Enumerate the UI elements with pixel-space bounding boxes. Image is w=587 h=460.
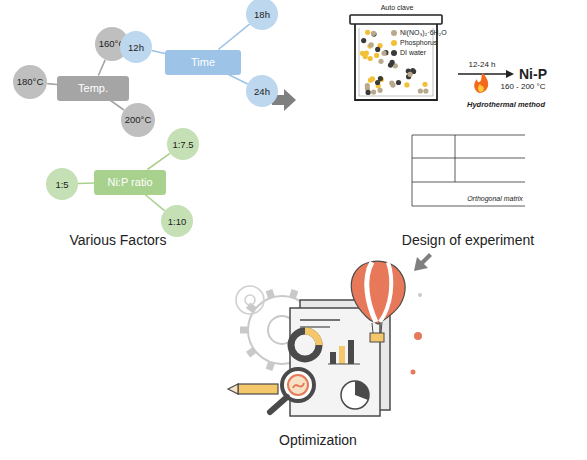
reaction-arrow [458, 73, 506, 74]
section-title: Various Factors [70, 232, 167, 248]
section-title: Optimization [279, 432, 357, 448]
factor-box: Time [165, 50, 241, 75]
connector [111, 101, 124, 110]
connector [147, 153, 170, 169]
factor-name: Temp. [78, 82, 108, 94]
legend-swatch [391, 50, 397, 56]
level-value: 180°C [17, 76, 44, 87]
flow-arrow [414, 253, 432, 271]
level-circle: 18h [246, 0, 278, 30]
level-circle: 1:5 [46, 168, 78, 200]
level-circle: 1:7.5 [167, 128, 199, 160]
condition-label: 12-24 h [468, 60, 495, 69]
condition-label: 160 - 200 °C [500, 82, 545, 91]
legend-swatch [391, 40, 397, 46]
connector [98, 60, 105, 76]
connector [218, 24, 249, 49]
legend-text: Phosphorus [400, 39, 437, 46]
legend-text: DI water [400, 49, 426, 56]
level-value: 1:10 [168, 216, 187, 227]
optimization-illustration [228, 261, 422, 416]
connector [47, 83, 57, 85]
level-circle: 180°C [13, 65, 48, 100]
legend-row: Phosphorus [391, 39, 437, 46]
product-label: Ni-P [519, 66, 547, 82]
level-value: 24h [254, 86, 270, 97]
factor-name: Time [191, 56, 215, 68]
factor-box: Ni:P ratio [94, 170, 166, 195]
legend-text: Ni(NO₃)₂·6H₂O [400, 29, 447, 36]
table-caption: Orthogonal matrix [467, 195, 523, 202]
connector [152, 50, 165, 53]
level-value: 1:5 [55, 179, 68, 190]
method-label: Hydrothermal method [467, 100, 545, 109]
legend-row: Ni(NO₃)₂·6H₂O [391, 29, 447, 36]
connector [145, 195, 165, 211]
legend-swatch [391, 30, 397, 36]
level-value: 200°C [125, 114, 152, 125]
factor-box: Temp. [57, 76, 129, 101]
flame-icon [474, 73, 488, 93]
level-value: 18h [254, 9, 270, 20]
connector [228, 75, 247, 84]
factor-name: Ni:P ratio [107, 176, 152, 188]
autoclave [350, 15, 442, 100]
level-value: 12h [128, 42, 144, 53]
section-title: Design of experiment [402, 232, 534, 248]
legend-row: DI water [391, 49, 426, 56]
reaction-arrowhead [506, 70, 514, 78]
level-circle: 12h [120, 31, 152, 63]
level-circle: 24h [246, 75, 278, 107]
apparatus-name: Auto clave [381, 4, 414, 11]
level-value: 1:7.5 [172, 139, 193, 150]
orthogonal-table [412, 135, 525, 206]
connector [78, 183, 94, 184]
level-circle: 200°C [121, 103, 156, 138]
